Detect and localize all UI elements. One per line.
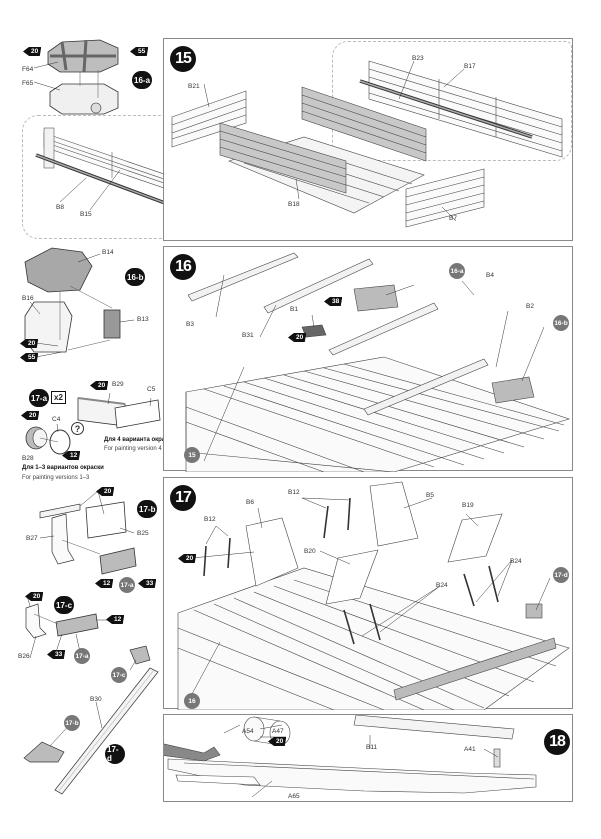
part-label-a41: A41 xyxy=(464,746,476,753)
illustration-step-17 xyxy=(177,481,570,710)
illustration-step-18 xyxy=(164,715,537,798)
subassembly-badge-17b: 17-b xyxy=(137,500,158,518)
paint-code-20: 20 xyxy=(23,47,42,56)
part-label-b12: B12 xyxy=(204,516,216,523)
part-label-b23: B23 xyxy=(412,55,424,62)
paint-code-55: 55 xyxy=(130,47,149,56)
subassembly-badge-17a: 17-a xyxy=(29,389,50,407)
part-label-b16: B16 xyxy=(22,295,34,302)
paint-code-12: 12 xyxy=(62,451,81,460)
part-label-b5: B5 xyxy=(426,492,434,499)
part-label-b28: B28 xyxy=(22,455,34,462)
illustration-step-16 xyxy=(185,252,570,472)
paint-code-20: 20 xyxy=(96,487,115,496)
step-number-15: 15 xyxy=(170,46,196,72)
illustration-17d xyxy=(23,645,159,795)
part-label-b25: B25 xyxy=(137,530,149,537)
reference-badge-17a: 17-a xyxy=(119,577,135,593)
part-label-b15: B15 xyxy=(80,211,92,218)
part-label-b24: B24 xyxy=(436,582,448,589)
part-label-b13: B13 xyxy=(137,316,149,323)
part-label-b7: B7 xyxy=(449,215,457,222)
part-label-c5: C5 xyxy=(147,386,156,393)
part-label-b2: B2 xyxy=(526,303,534,310)
part-label-b1: B1 xyxy=(290,306,298,313)
illustration-step-15 xyxy=(171,60,563,228)
paint-code-12: 12 xyxy=(106,615,125,624)
part-label-b4: B4 xyxy=(486,272,494,279)
illustration-16a xyxy=(33,39,119,115)
paint-code-20: 20 xyxy=(268,737,287,746)
part-label-b19: B19 xyxy=(462,502,474,509)
part-label-a65: A65 xyxy=(288,793,300,800)
part-label-a47: A47 xyxy=(272,728,284,735)
part-label-b8: B8 xyxy=(56,204,64,211)
reference-badge-17b: 17-b xyxy=(64,715,80,731)
paint-code-55: 55 xyxy=(20,353,39,362)
part-label-b17: B17 xyxy=(464,63,476,70)
part-label-b14: B14 xyxy=(102,249,114,256)
reference-badge-step-16: 16 xyxy=(184,693,200,709)
part-label-f65: F65 xyxy=(22,80,34,87)
reference-badge-17d: 17-d xyxy=(553,567,569,583)
subassembly-badge-16b: 16-b xyxy=(125,268,146,286)
step-number-17: 17 xyxy=(170,485,196,511)
subassembly-badge-16a: 16-a xyxy=(132,71,153,89)
help-icon: ? xyxy=(71,422,84,435)
part-label-b6: B6 xyxy=(246,499,254,506)
subassembly-badge-17d: 17-d xyxy=(105,744,125,764)
subassembly-badge-17c: 17-c xyxy=(54,596,75,614)
part-label-a54: A54 xyxy=(242,728,254,735)
step-17-panel: 17 xyxy=(163,477,573,710)
step-15-panel: 15 xyxy=(163,38,573,241)
paint-code-20: 20 xyxy=(90,381,109,390)
part-label-b24: B24 xyxy=(510,558,522,565)
part-label-b26: B26 xyxy=(18,653,30,660)
step-16-panel: 16 xyxy=(163,246,573,472)
part-label-b27: B27 xyxy=(26,535,38,542)
step-number-16: 16 xyxy=(170,254,196,280)
paint-code-20: 20 xyxy=(25,592,44,601)
reference-badge-16b: 16-b xyxy=(553,315,569,331)
part-label-b18: B18 xyxy=(288,201,300,208)
part-label-b11: B11 xyxy=(366,744,378,751)
part-label-b3: B3 xyxy=(186,321,194,328)
note-painting-version-4-ru: Для 4 варианта окраски xyxy=(104,437,176,443)
paint-code-38: 38 xyxy=(324,297,343,306)
paint-code-33: 33 xyxy=(138,579,157,588)
paint-code-20: 20 xyxy=(288,333,307,342)
part-label-b29: B29 xyxy=(112,381,124,388)
step-number-18: 18 xyxy=(544,729,570,755)
paint-code-20: 20 xyxy=(178,554,197,563)
paint-code-33: 33 xyxy=(47,650,66,659)
part-label-b21: B21 xyxy=(188,83,200,90)
illustration-17a xyxy=(25,392,161,455)
part-label-b12: B12 xyxy=(288,489,300,496)
part-label-b20: B20 xyxy=(304,548,316,555)
paint-code-20: 20 xyxy=(21,411,40,420)
note-painting-versions-1-3-ru: Для 1–3 вариантов окраски xyxy=(22,465,104,471)
reference-badge-17c: 17-c xyxy=(111,667,127,683)
paint-code-20: 20 xyxy=(20,339,39,348)
note-painting-version-4-en: For painting version 4 xyxy=(104,446,162,452)
reference-badge-17a: 17-a xyxy=(74,648,90,664)
part-label-c4: C4 xyxy=(52,416,61,423)
paint-code-12: 12 xyxy=(95,579,114,588)
illustration-17b xyxy=(39,490,137,575)
quantity-multiplier: x2 xyxy=(51,391,66,404)
note-painting-versions-1-3-en: For painting versions 1–3 xyxy=(22,475,90,481)
reference-badge-16a: 16-a xyxy=(449,263,465,279)
step-18-panel: 18 A54 A47 20 B11 A41 A65 xyxy=(163,714,573,802)
part-label-b30: B30 xyxy=(90,696,102,703)
part-label-b31: B31 xyxy=(242,332,254,339)
part-label-f64: F64 xyxy=(22,66,34,73)
reference-badge-step-15: 15 xyxy=(184,447,200,463)
